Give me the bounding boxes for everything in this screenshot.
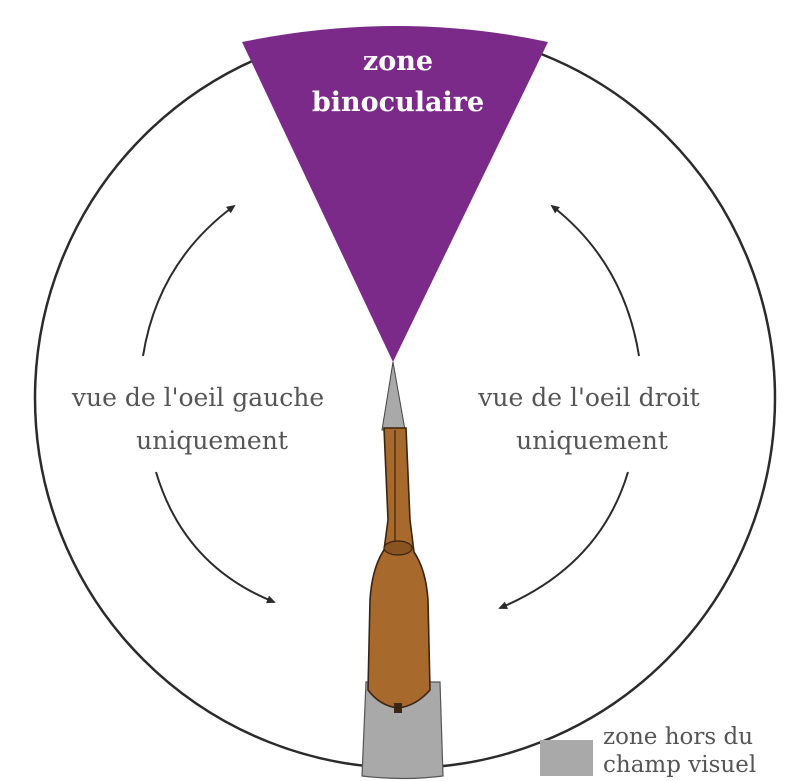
binocular-zone-label-line1: zone	[363, 46, 433, 77]
right-eye-label-line2: uniquement	[516, 426, 668, 455]
legend-swatch	[540, 740, 593, 776]
legend-label-line1: zone hors du	[603, 724, 753, 750]
left-eye-label-line1: vue de l'oeil gauche	[71, 383, 324, 412]
binocular-zone-label-line2: binoculaire	[312, 87, 484, 118]
right-eye-label-line1: vue de l'oeil droit	[477, 383, 699, 412]
legend: zone hors du champ visuel	[540, 724, 756, 778]
legend-label-line2: champ visuel	[603, 752, 756, 778]
left-eye-label-line2: uniquement	[136, 426, 288, 455]
